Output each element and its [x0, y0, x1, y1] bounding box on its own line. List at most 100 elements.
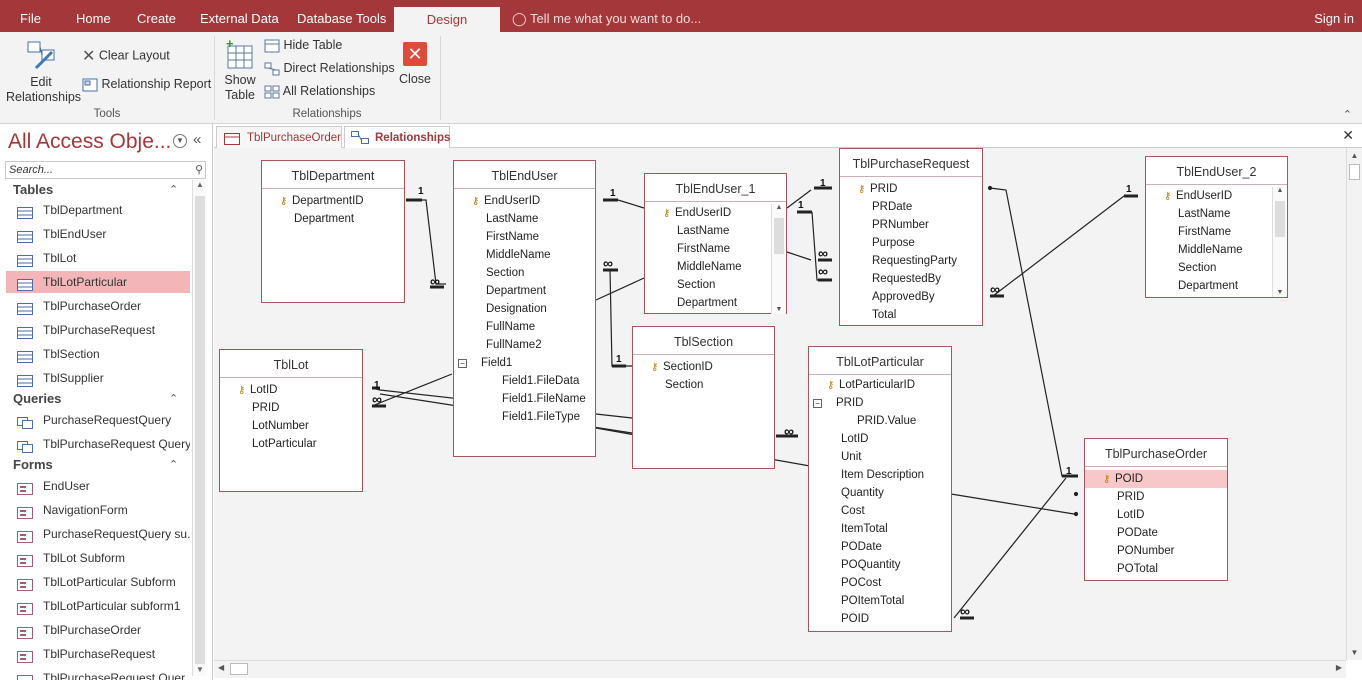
- field-primary-key[interactable]: ⚷EndUserID: [454, 192, 595, 210]
- nav-item-table-selected[interactable]: TblLotParticular: [6, 271, 190, 293]
- nav-item-query[interactable]: TblPurchaseRequest Query: [6, 433, 190, 455]
- field[interactable]: PONumber: [1117, 545, 1175, 557]
- nav-pane-title[interactable]: All Access Obje...: [8, 130, 172, 153]
- nav-item-query[interactable]: PurchaseRequestQuery: [6, 409, 190, 431]
- scroll-up-icon[interactable]: ▲: [775, 204, 783, 211]
- field[interactable]: Total: [872, 309, 897, 321]
- field-primary-key[interactable]: ⚷LotParticularID: [809, 376, 951, 394]
- table-box-purchase-order[interactable]: TblPurchaseOrder ⚷POID PRID LotID PODate…: [1084, 438, 1228, 581]
- nav-item-form[interactable]: TblLot Subform: [6, 547, 190, 569]
- field[interactable]: POQuantity: [841, 559, 901, 571]
- table-title[interactable]: TblPurchaseRequest: [840, 149, 982, 177]
- field[interactable]: Designation: [486, 303, 547, 315]
- field[interactable]: POCost: [841, 577, 882, 589]
- scroll-down-icon[interactable]: ▼: [1350, 648, 1359, 657]
- scroll-thumb[interactable]: [1275, 201, 1285, 237]
- field[interactable]: Cost: [841, 505, 865, 517]
- close-button[interactable]: ✕ Close: [398, 40, 432, 86]
- shutter-bar-close-icon[interactable]: «: [193, 131, 202, 148]
- scroll-thumb[interactable]: [774, 218, 784, 254]
- field[interactable]: LotID: [1117, 509, 1145, 521]
- field[interactable]: Section: [665, 379, 704, 391]
- relationship-report-button[interactable]: Relationship Report: [82, 77, 211, 92]
- field[interactable]: RequestingParty: [872, 255, 958, 267]
- scroll-down-icon[interactable]: ▼: [775, 306, 783, 313]
- field[interactable]: Department: [1178, 280, 1239, 292]
- field[interactable]: Field1.FileData: [502, 375, 580, 387]
- nav-item-table[interactable]: TblSupplier: [6, 367, 190, 389]
- nav-category-queries[interactable]: Queries: [13, 391, 62, 406]
- field[interactable]: LotParticular: [252, 438, 317, 450]
- field-primary-key[interactable]: ⚷PRID: [840, 180, 982, 198]
- field[interactable]: Field1.FileName: [502, 393, 586, 405]
- collapse-icon[interactable]: −: [458, 359, 467, 368]
- field[interactable]: PRDate: [872, 201, 913, 213]
- field[interactable]: LotID: [841, 433, 869, 445]
- collapse-tables-icon[interactable]: ⌃: [169, 184, 179, 196]
- table-box-purchase-request[interactable]: TblPurchaseRequest ⚷PRID PRDate PRNumber…: [839, 148, 983, 326]
- table-box-end-user-1[interactable]: TblEndUser_1 ⚷EndUserID LastName FirstNa…: [644, 173, 787, 314]
- table-title[interactable]: TblLot: [220, 350, 362, 378]
- scroll-up-icon[interactable]: ▲: [1276, 187, 1284, 194]
- scroll-right-icon[interactable]: ▶: [1335, 663, 1342, 672]
- tab-create[interactable]: Create: [137, 11, 177, 26]
- collapse-forms-icon[interactable]: ⌃: [169, 459, 179, 471]
- nav-item-form[interactable]: TblLotParticular subform1: [6, 595, 190, 617]
- direct-relationships-button[interactable]: Direct Relationships: [264, 61, 395, 76]
- field[interactable]: FullName2: [486, 339, 542, 351]
- field[interactable]: Department: [486, 285, 547, 297]
- sign-in-link[interactable]: Sign in: [1314, 11, 1354, 26]
- field[interactable]: LastName: [677, 225, 730, 237]
- show-table-button[interactable]: + Show Table: [220, 36, 260, 103]
- nav-item-form[interactable]: TblPurchaseOrder: [6, 619, 190, 641]
- field[interactable]: MiddleName: [1178, 244, 1243, 256]
- field-primary-key[interactable]: ⚷EndUserID: [645, 204, 786, 222]
- field[interactable]: FirstName: [486, 231, 540, 243]
- nav-item-form[interactable]: EndUser: [6, 475, 190, 497]
- search-icon[interactable]: ⚲: [194, 164, 203, 176]
- field[interactable]: PODate: [841, 541, 882, 553]
- nav-item-form[interactable]: TblLotParticular Subform: [6, 571, 190, 593]
- hide-table-button[interactable]: Hide Table: [264, 38, 342, 53]
- field-primary-key[interactable]: ⚷EndUserID: [1146, 187, 1287, 205]
- field[interactable]: PRID: [252, 402, 280, 414]
- field-primary-key[interactable]: ⚷LotID: [220, 381, 362, 399]
- field[interactable]: PRID: [1117, 491, 1145, 503]
- field[interactable]: ItemTotal: [841, 523, 888, 535]
- nav-item-form[interactable]: NavigationForm: [6, 499, 190, 521]
- nav-item-form[interactable]: TblPurchaseRequest Quer...: [6, 667, 190, 680]
- doc-tab-relationships[interactable]: Relationships: [344, 126, 450, 149]
- canvas-horizontal-scrollbar[interactable]: ◀ ▶: [214, 660, 1346, 678]
- field[interactable]: ApprovedBy: [872, 291, 935, 303]
- table-box-lot[interactable]: TblLot ⚷LotID PRID LotNumber LotParticul…: [219, 349, 363, 492]
- tab-design[interactable]: Design: [394, 7, 500, 32]
- table-scrollbar[interactable]: ▲ ▼: [1272, 187, 1287, 297]
- field-primary-key-selected[interactable]: ⚷POID: [1085, 470, 1227, 488]
- field[interactable]: Section: [486, 267, 525, 279]
- table-title[interactable]: TblEndUser: [454, 161, 595, 189]
- table-scrollbar[interactable]: ▲ ▼: [771, 204, 786, 314]
- scroll-thumb[interactable]: [230, 663, 248, 675]
- table-title[interactable]: TblDepartment: [262, 161, 404, 189]
- field-primary-key[interactable]: ⚷DepartmentID: [262, 192, 404, 210]
- scroll-up-icon[interactable]: ▲: [1350, 151, 1359, 160]
- field[interactable]: PODate: [1117, 527, 1158, 539]
- field[interactable]: FirstName: [677, 243, 731, 255]
- relationships-canvas[interactable]: 1 ∞ 1 1 1 ∞ ∞ ∞ 1 ∞ 1 1 ∞ 1 ∞ ∞ TblDepar…: [214, 148, 1346, 660]
- field[interactable]: FullName: [486, 321, 536, 333]
- field[interactable]: Item Description: [841, 469, 925, 481]
- nav-scrollbar[interactable]: ▲ ▼: [192, 180, 207, 676]
- field[interactable]: POTotal: [1117, 563, 1158, 575]
- field-expandable[interactable]: −PRID: [809, 394, 951, 412]
- field[interactable]: PRID.Value: [857, 415, 917, 427]
- collapse-queries-icon[interactable]: ⌃: [169, 393, 179, 405]
- tab-database-tools[interactable]: Database Tools: [297, 11, 387, 26]
- field[interactable]: Section: [677, 279, 716, 291]
- field[interactable]: Quantity: [841, 487, 884, 499]
- collapse-icon[interactable]: −: [813, 399, 822, 408]
- field[interactable]: PRNumber: [872, 219, 929, 231]
- nav-category-forms[interactable]: Forms: [13, 457, 53, 472]
- tab-external-data[interactable]: External Data: [200, 11, 279, 26]
- field[interactable]: Department: [677, 297, 738, 309]
- nav-item-table[interactable]: TblDepartment: [6, 199, 190, 221]
